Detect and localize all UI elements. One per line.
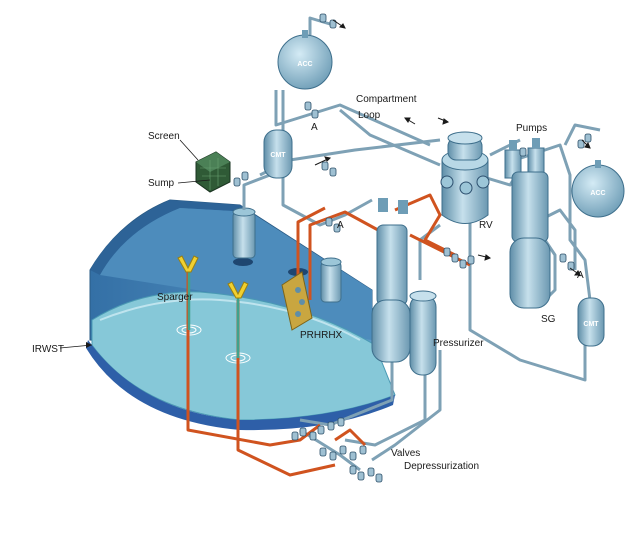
steam-generator-left — [371, 198, 411, 363]
cmt-left-label: CMT — [270, 152, 286, 159]
acc-top-sphere: ACC — [277, 30, 333, 90]
a-upper-label: A — [311, 122, 318, 133]
acc-right-label: ACC — [590, 190, 605, 197]
prhr-heat-exchanger — [281, 271, 313, 331]
deck-opening — [233, 258, 253, 266]
blue-piping — [242, 16, 601, 472]
a-mid-label: A — [337, 220, 344, 231]
flow-arrows — [314, 19, 591, 276]
acc-top-label: ACC — [297, 61, 312, 68]
cmt-left-tank: CMT — [263, 129, 293, 179]
reactor-vessel — [440, 131, 490, 224]
sparger-label: Sparger — [157, 292, 193, 303]
steam-generator-right — [509, 171, 551, 309]
valves — [233, 13, 592, 483]
pressurizer-tank — [409, 290, 437, 376]
rv-label: RV — [479, 220, 493, 231]
loop-label: Loop — [358, 110, 381, 121]
acc-right-sphere: ACC — [571, 160, 625, 218]
sparger-left — [177, 255, 199, 273]
prhrhx-label: PRHRHX — [300, 330, 343, 341]
sparger-piping — [187, 270, 240, 358]
sparger-right — [227, 281, 249, 299]
screen-sump-box — [195, 151, 231, 193]
sump-label: Sump — [148, 178, 175, 189]
a-right-label: A — [577, 270, 584, 281]
irwst-label: IRWST — [32, 344, 64, 355]
pumps-label: Pumps — [516, 123, 547, 134]
cmt-right-label: CMT — [583, 321, 599, 328]
reactor-coolant-pumps — [504, 138, 545, 179]
irwst-vent-tank — [320, 257, 342, 303]
pressurizer-label: Pressurizer — [433, 338, 484, 349]
irwst-pointer-arrow — [86, 342, 92, 348]
depressurization-label: Depressurization — [404, 461, 479, 472]
valves-label: Valves — [391, 448, 420, 459]
irwst-standpipe-tank — [232, 207, 256, 259]
compartment-label: Compartment — [356, 94, 417, 105]
screen-label: Screen — [148, 131, 180, 142]
cmt-right-tank: CMT — [577, 297, 605, 347]
sg-label: SG — [541, 314, 556, 325]
